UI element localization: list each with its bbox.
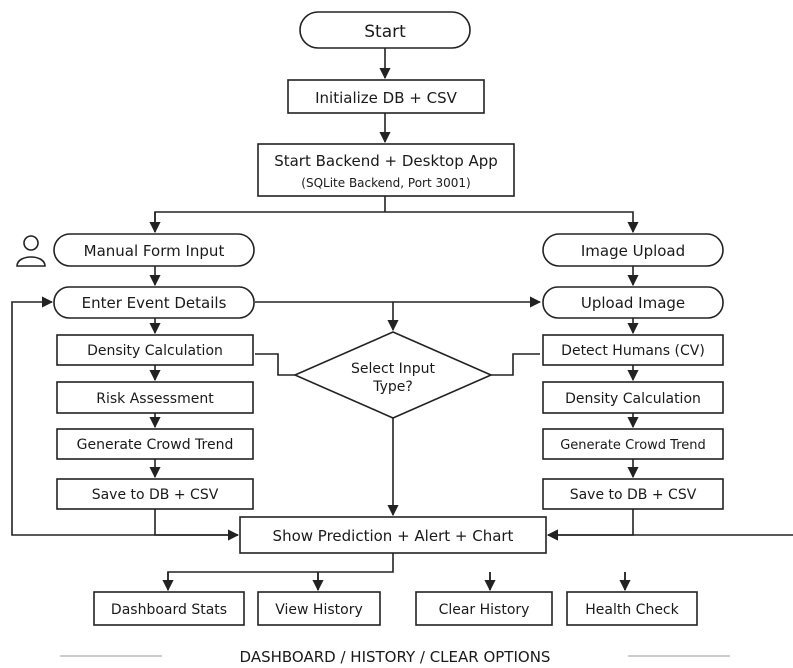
option-clear-history-label: Clear History [439, 602, 530, 618]
node-start: Start [299, 11, 471, 49]
option-health-check: Health Check [566, 591, 698, 626]
node-manual-input: Manual Form Input [53, 233, 255, 267]
node-density-left-label: Density Calculation [87, 343, 223, 359]
edge-save-right-show [546, 509, 634, 541]
node-detect-humans: Detect Humans (CV) [542, 334, 724, 366]
node-upload-image: Upload Image [542, 286, 724, 319]
node-decision: Select Input Type? [293, 331, 493, 419]
node-save-right-label: Save to DB + CSV [570, 487, 697, 503]
node-risk: Risk Assessment [56, 381, 254, 414]
footer-caption: DASHBOARD / HISTORY / CLEAR OPTIONS [240, 648, 551, 666]
edge-show-options [167, 553, 626, 590]
footer: DASHBOARD / HISTORY / CLEAR OPTIONS [60, 648, 730, 666]
option-dashboard-stats-label: Dashboard Stats [111, 602, 227, 618]
node-init-label: Initialize DB + CSV [315, 89, 457, 107]
node-save-left: Save to DB + CSV [56, 478, 254, 510]
edge-detect-decision [490, 353, 540, 376]
edge-feedback-left [11, 296, 238, 536]
edges [11, 47, 793, 592]
node-enter-details: Enter Event Details [53, 286, 255, 319]
node-trend-right-label: Generate Crowd Trend [560, 438, 706, 453]
node-density-right: Density Calculation [542, 381, 724, 414]
node-upload-image-label: Upload Image [581, 294, 685, 312]
node-save-left-label: Save to DB + CSV [92, 487, 219, 503]
node-risk-label: Risk Assessment [96, 391, 214, 407]
node-decision-line1: Select Input [351, 361, 435, 377]
option-view-history-label: View History [275, 602, 362, 618]
node-trend-left: Generate Crowd Trend [56, 428, 254, 460]
option-clear-history: Clear History [415, 591, 553, 626]
user-icon [16, 235, 46, 267]
node-backend-subtitle: (SQLite Backend, Port 3001) [301, 176, 470, 190]
node-decision-line2: Type? [372, 379, 413, 395]
node-save-right: Save to DB + CSV [542, 478, 724, 510]
node-backend: Start Backend + Desktop App (SQLite Back… [257, 143, 515, 197]
node-density-left: Density Calculation [56, 334, 254, 366]
option-view-history: View History [257, 591, 381, 626]
node-show-prediction: Show Prediction + Alert + Chart [239, 516, 547, 554]
node-trend-right: Generate Crowd Trend [542, 428, 724, 460]
option-dashboard-stats: Dashboard Stats [93, 591, 245, 626]
node-start-label: Start [364, 22, 406, 42]
node-init: Initialize DB + CSV [287, 79, 485, 114]
node-backend-title: Start Backend + Desktop App [274, 152, 498, 170]
node-show-prediction-label: Show Prediction + Alert + Chart [273, 527, 514, 545]
node-enter-details-label: Enter Event Details [82, 294, 227, 312]
node-image-upload: Image Upload [542, 233, 724, 267]
node-trend-left-label: Generate Crowd Trend [77, 437, 234, 453]
node-detect-humans-label: Detect Humans (CV) [561, 343, 705, 359]
option-health-check-label: Health Check [585, 602, 679, 618]
node-manual-input-label: Manual Form Input [84, 242, 225, 260]
edge-density-decision [255, 353, 295, 376]
edge-backend-split [154, 196, 633, 232]
node-density-right-label: Density Calculation [565, 391, 701, 407]
node-image-upload-label: Image Upload [581, 242, 685, 260]
edge-save-left-show [154, 509, 240, 541]
